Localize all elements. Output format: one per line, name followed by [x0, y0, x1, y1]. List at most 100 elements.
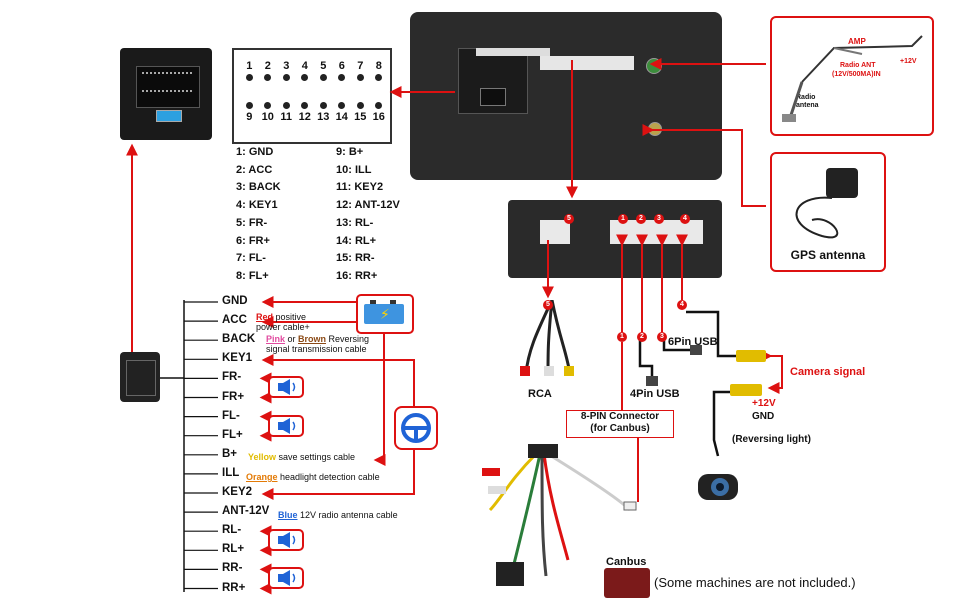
usb6-plug-icon	[690, 345, 702, 355]
steering-wheel-icon	[394, 406, 438, 450]
pin-dot	[301, 102, 309, 109]
pinout-entry: 1: GND	[236, 146, 274, 158]
wire-label-fr-: FR+	[222, 390, 245, 403]
camera-plug-1	[736, 350, 766, 362]
pinout-entry: 8: FL+	[236, 269, 269, 282]
connector-number-1: 1	[618, 214, 628, 224]
canbus-box-icon	[604, 568, 650, 598]
wire-label-fl-: FL+	[222, 428, 243, 441]
pin-1: 1	[240, 60, 259, 83]
pin-number: 9	[246, 111, 253, 123]
pin-3: 3	[277, 60, 296, 83]
reversing-light-label: (Reversing light)	[732, 434, 811, 445]
amp-label: AMP	[848, 37, 866, 46]
wire-label-key2: KEY2	[222, 486, 253, 498]
pin-dot	[264, 74, 272, 81]
wire-label-rr-: RR-	[222, 562, 243, 575]
connector-number-3: 3	[654, 214, 664, 224]
speaker-icon	[268, 567, 304, 590]
harness-connector-photo	[120, 48, 212, 140]
pin-number: 7	[357, 60, 364, 72]
pin-number: 2	[264, 60, 271, 72]
gps-label: GPS antenna	[790, 248, 866, 262]
pin-dot	[301, 74, 309, 81]
battery-icon: ⚡	[356, 294, 414, 334]
speaker-icon	[268, 414, 304, 437]
pin-11: 11	[277, 102, 296, 123]
back-note: Pink or Brown Reversing signal transmiss…	[266, 334, 370, 354]
pin-dot	[319, 74, 327, 81]
wire-label-fl-: FL-	[222, 409, 240, 422]
pinout-entry: 15: RR-	[336, 252, 375, 265]
plus12-antenna-label: +12V	[900, 58, 917, 65]
pinout-entry: 14: RL+	[336, 234, 377, 247]
rca-cable-drawing	[518, 299, 578, 380]
bplus-note: Yellow save settings cable	[248, 452, 356, 462]
pin-number: 12	[298, 111, 311, 123]
usb4-label: 4Pin USB	[630, 388, 680, 400]
pinout-entry: 6: FR+	[236, 234, 270, 247]
speaker-icon	[268, 529, 304, 552]
pin-dot	[245, 102, 253, 109]
connector-number-4: 4	[680, 214, 690, 224]
pin-dot	[338, 74, 346, 81]
pinout-entry: 3: BACK	[236, 181, 281, 194]
pin-dot	[356, 74, 364, 81]
wire-label-rr-: RR+	[222, 581, 246, 594]
wire-label-key1: KEY1	[222, 352, 253, 365]
canbus-8pin-callout: 8-PIN Connector(for Canbus)	[566, 410, 674, 438]
pin-dot	[375, 102, 383, 109]
pin-7: 7	[351, 60, 370, 83]
pinout-entry: 4: KEY1	[236, 199, 278, 212]
pin-16: 16	[370, 102, 389, 123]
pinout-entry: 16: RR+	[336, 269, 378, 282]
pin-12: 12	[296, 102, 315, 123]
pin-2: 2	[259, 60, 278, 83]
camera-gnd-label: GND	[752, 411, 775, 422]
pin-13: 13	[314, 102, 333, 123]
canbus-harness-drawing	[470, 440, 640, 596]
footnote: (Some machines are not included.)	[654, 575, 856, 590]
pin-4: 4	[296, 60, 315, 83]
wire-label-rl-: RL+	[222, 543, 245, 556]
pinout-entry: 10: ILL	[336, 163, 372, 176]
pin-dot	[319, 102, 327, 109]
pinout-entry: 2: ACC	[236, 163, 273, 176]
pin-number: 1	[246, 60, 253, 72]
wire-label-fr-: FR-	[222, 371, 242, 384]
pin-dot	[375, 74, 383, 81]
pin-6: 6	[333, 60, 352, 83]
pin-number: 11	[280, 111, 293, 123]
connector-number-2: 2	[636, 214, 646, 224]
pinout-entry: 13: RL-	[336, 216, 374, 229]
pin-8: 8	[370, 60, 389, 83]
pinout-entry: 5: FR-	[236, 216, 268, 229]
usb6-label: 6Pin USB	[668, 336, 718, 348]
pinout-entry: 11: KEY2	[336, 181, 384, 194]
pin-dot	[245, 74, 253, 81]
usb-plug-icon	[646, 376, 658, 386]
pin-dot	[264, 102, 272, 109]
pin-dot	[338, 102, 346, 109]
radio-antenna-box: AMP Radio ANT (12V/500MA)IN +12V Radio a…	[770, 16, 934, 136]
connector-num-4-lower: 4	[677, 300, 687, 310]
speaker-icon	[268, 376, 304, 399]
connector-num-3-lower: 3	[657, 332, 667, 342]
acc-note: Red positive power cable+	[256, 312, 310, 332]
ant-note: Blue 12V radio antenna cable	[278, 510, 398, 520]
pin-5: 5	[314, 60, 333, 83]
wire-label-ill: ILL	[222, 466, 240, 479]
harness-plug	[120, 352, 160, 402]
antenna-cable-drawing	[782, 35, 923, 122]
wire-label-b-: B+	[222, 447, 238, 460]
camera-icon	[690, 466, 746, 506]
connector-num-5-lower: 5	[543, 300, 553, 310]
radio-ant-label: Radio ANT	[840, 62, 876, 69]
pin-number: 14	[335, 111, 348, 123]
pin-number: 10	[261, 111, 274, 123]
wire-label-gnd: GND	[222, 295, 248, 307]
pin-9: 9	[240, 102, 259, 123]
